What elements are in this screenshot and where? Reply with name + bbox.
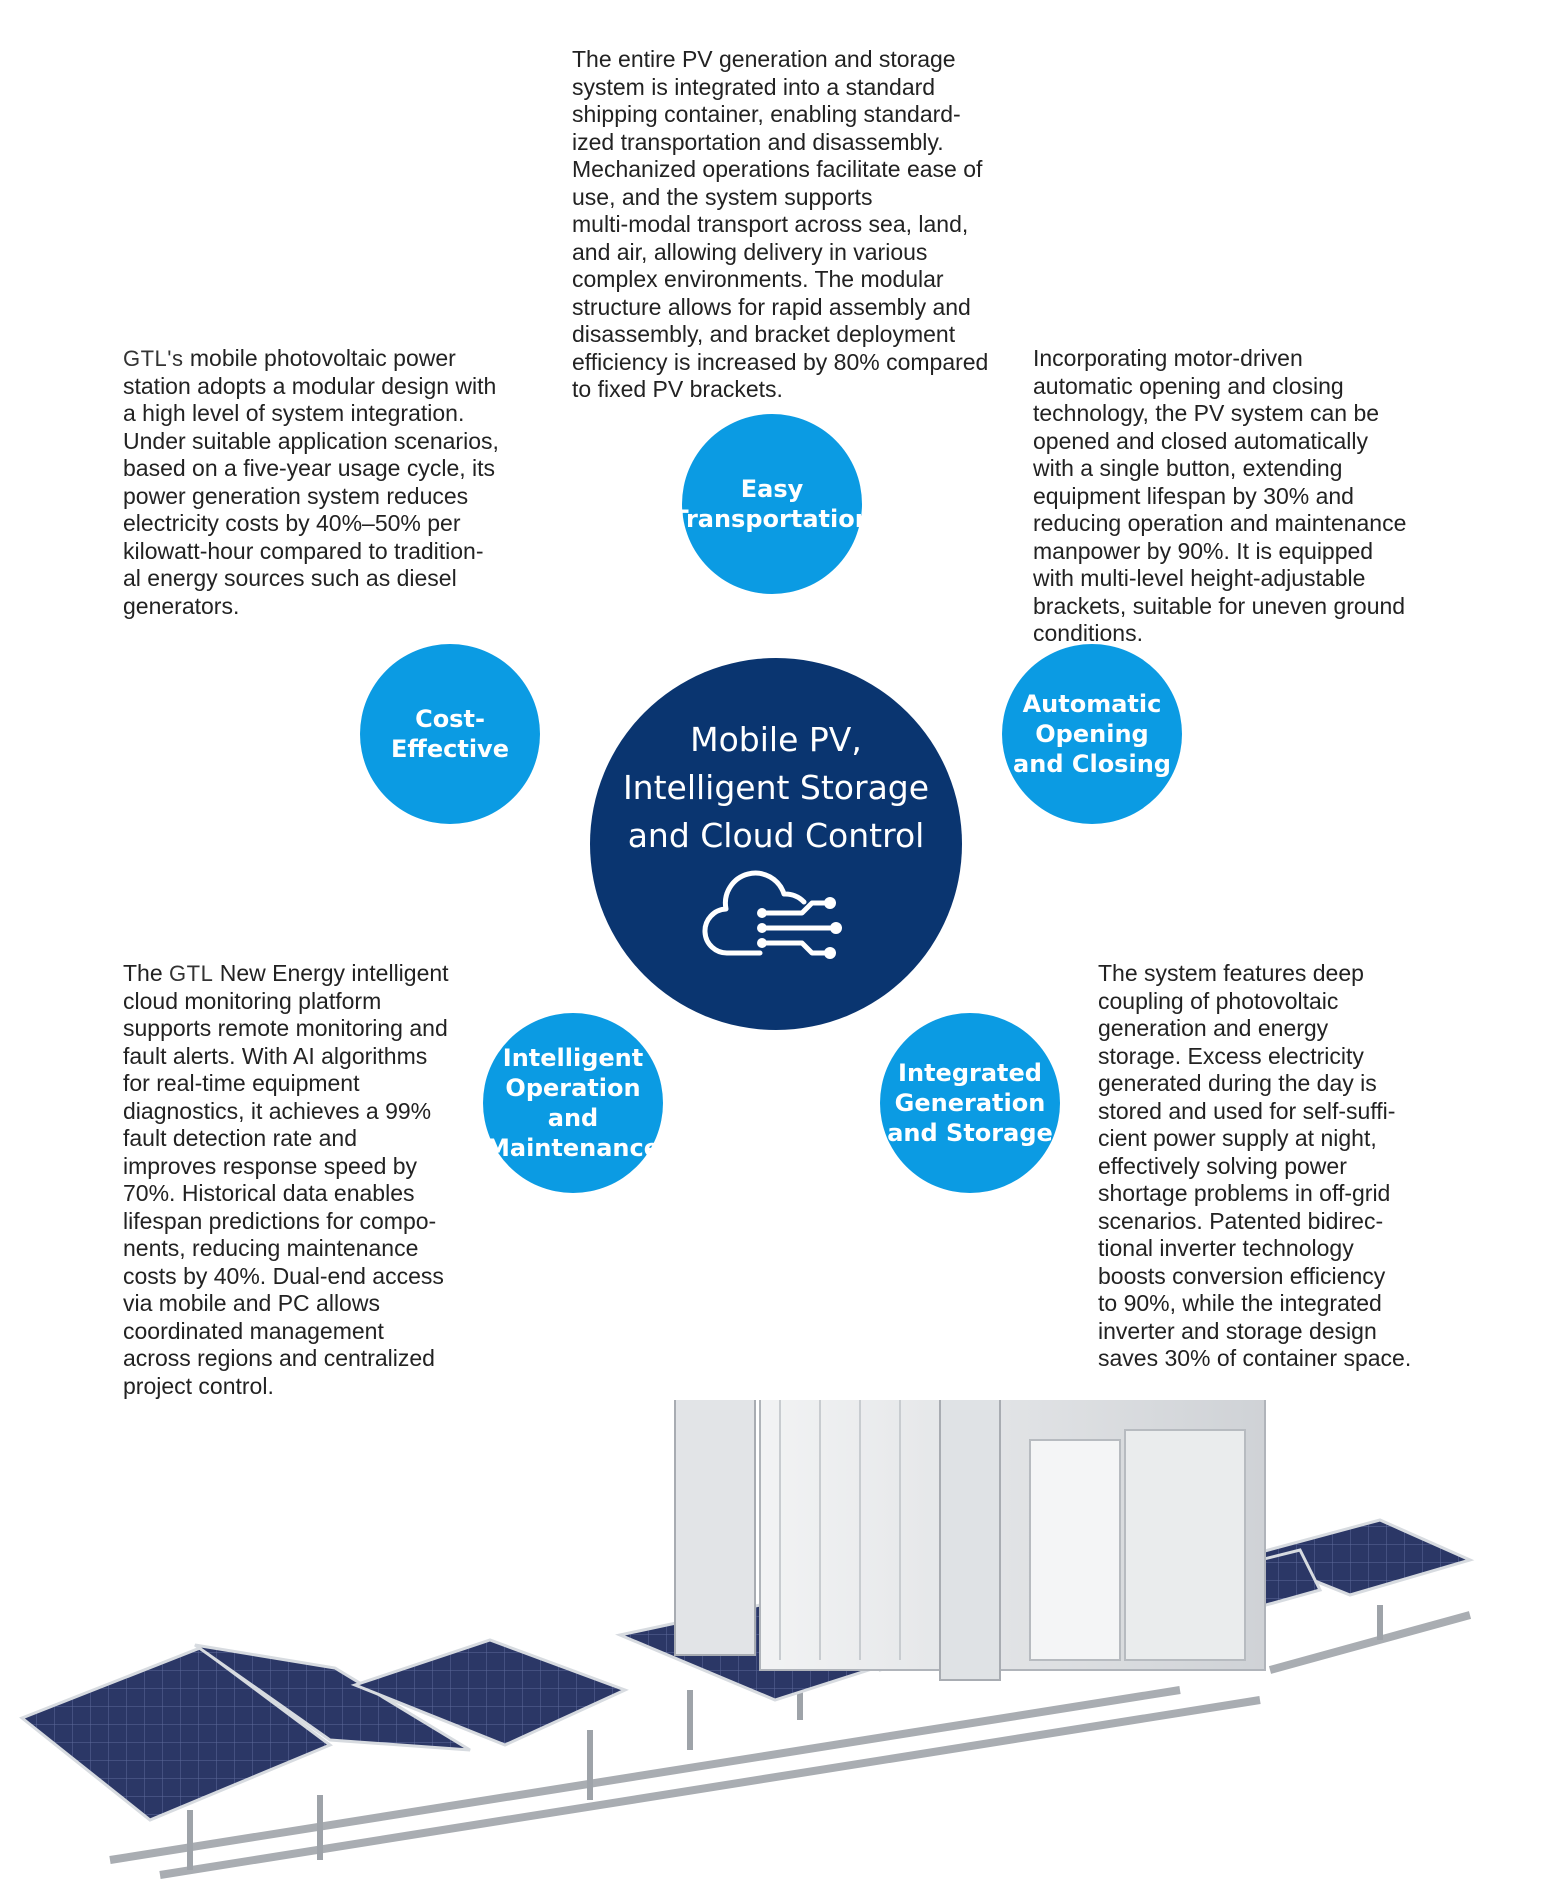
cost-effective-text: mobile photovoltaic power station adopts… bbox=[123, 345, 499, 619]
intelligent-om-description: The GTL New Energy intelligent cloud mon… bbox=[123, 960, 503, 1400]
center-title: Mobile PV, Intelligent Storage and Cloud… bbox=[622, 720, 930, 855]
automatic-opening-description: Incorporating motor-driven automatic ope… bbox=[1033, 345, 1407, 646]
intelligent-om-circle: Intelligent Operation and Maintenance bbox=[483, 1013, 663, 1193]
cost-effective-description: GTL's mobile photovoltaic power station … bbox=[123, 345, 523, 620]
shipping-container bbox=[674, 1400, 1266, 1681]
easy-transportation-circle: Easy Transportation bbox=[672, 414, 872, 594]
brand-name: GTL bbox=[169, 961, 214, 986]
pv-container-illustration bbox=[19, 1400, 1475, 1879]
cloud-network-icon bbox=[702, 870, 842, 959]
rail-frame bbox=[109, 1611, 1472, 1879]
intelligent-om-prefix: The bbox=[123, 960, 170, 986]
support-legs bbox=[187, 1605, 1383, 1870]
integrated-storage-description: The system features deep coupling of pho… bbox=[1098, 960, 1412, 1371]
integrated-storage-circle: Integrated Generation and Storage bbox=[880, 1013, 1060, 1193]
brand-name: GTL's bbox=[123, 346, 184, 371]
center-circle: Mobile PV, Intelligent Storage and Cloud… bbox=[590, 658, 962, 1030]
automatic-opening-circle: Automatic Opening and Closing bbox=[1002, 644, 1182, 824]
intelligent-om-text: New Energy intelligent cloud monitoring … bbox=[123, 960, 449, 1399]
easy-transportation-description: The entire PV generation and storage sys… bbox=[572, 46, 989, 402]
cost-effective-circle: Cost-Effective bbox=[360, 644, 540, 824]
